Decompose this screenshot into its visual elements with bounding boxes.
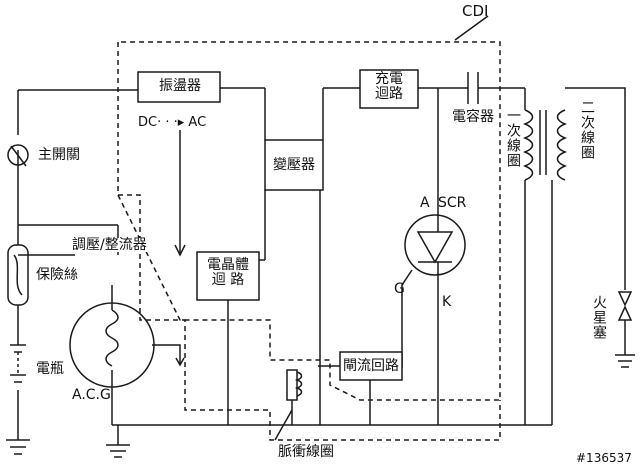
scr-label: SCR xyxy=(438,195,467,211)
dc-ac-label: DC· · ·▸ AC xyxy=(138,115,207,130)
watermark-label: #136537 xyxy=(576,451,632,465)
primary-coil-label: 一次線圈 xyxy=(505,108,521,168)
scr-anode-label: A xyxy=(420,195,430,211)
cdi-boundary xyxy=(117,41,501,401)
cdi-inner-dashed xyxy=(118,194,501,441)
transformer-label: 變壓器 xyxy=(273,157,315,173)
oscillator-label: 振盪器 xyxy=(159,78,201,94)
battery-label: 電瓶 xyxy=(36,361,64,377)
main-switch-label: 主開關 xyxy=(38,147,80,163)
secondary-coil-label: 二次線圈 xyxy=(579,100,595,160)
transistor-circuit-label: 電晶體 迴 路 xyxy=(207,257,249,289)
spark-plug-label: 火星塞 xyxy=(591,295,607,340)
pulse-coil-label: 脈衝線圈 xyxy=(278,444,334,460)
scr-gate-label: G xyxy=(394,281,405,297)
capacitor-label: 電容器 xyxy=(452,109,494,125)
acg-label: A.C.G xyxy=(72,387,111,403)
cdi-label: CDI xyxy=(462,2,489,20)
scr-cathode-label: K xyxy=(442,294,452,310)
gate-circuit-label: 閘流回路 xyxy=(343,358,399,374)
regulator-label: 調壓/整流器 xyxy=(72,237,147,253)
fuse-label: 保險絲 xyxy=(36,267,78,283)
charge-circuit-label: 充電 迴路 xyxy=(375,71,403,103)
